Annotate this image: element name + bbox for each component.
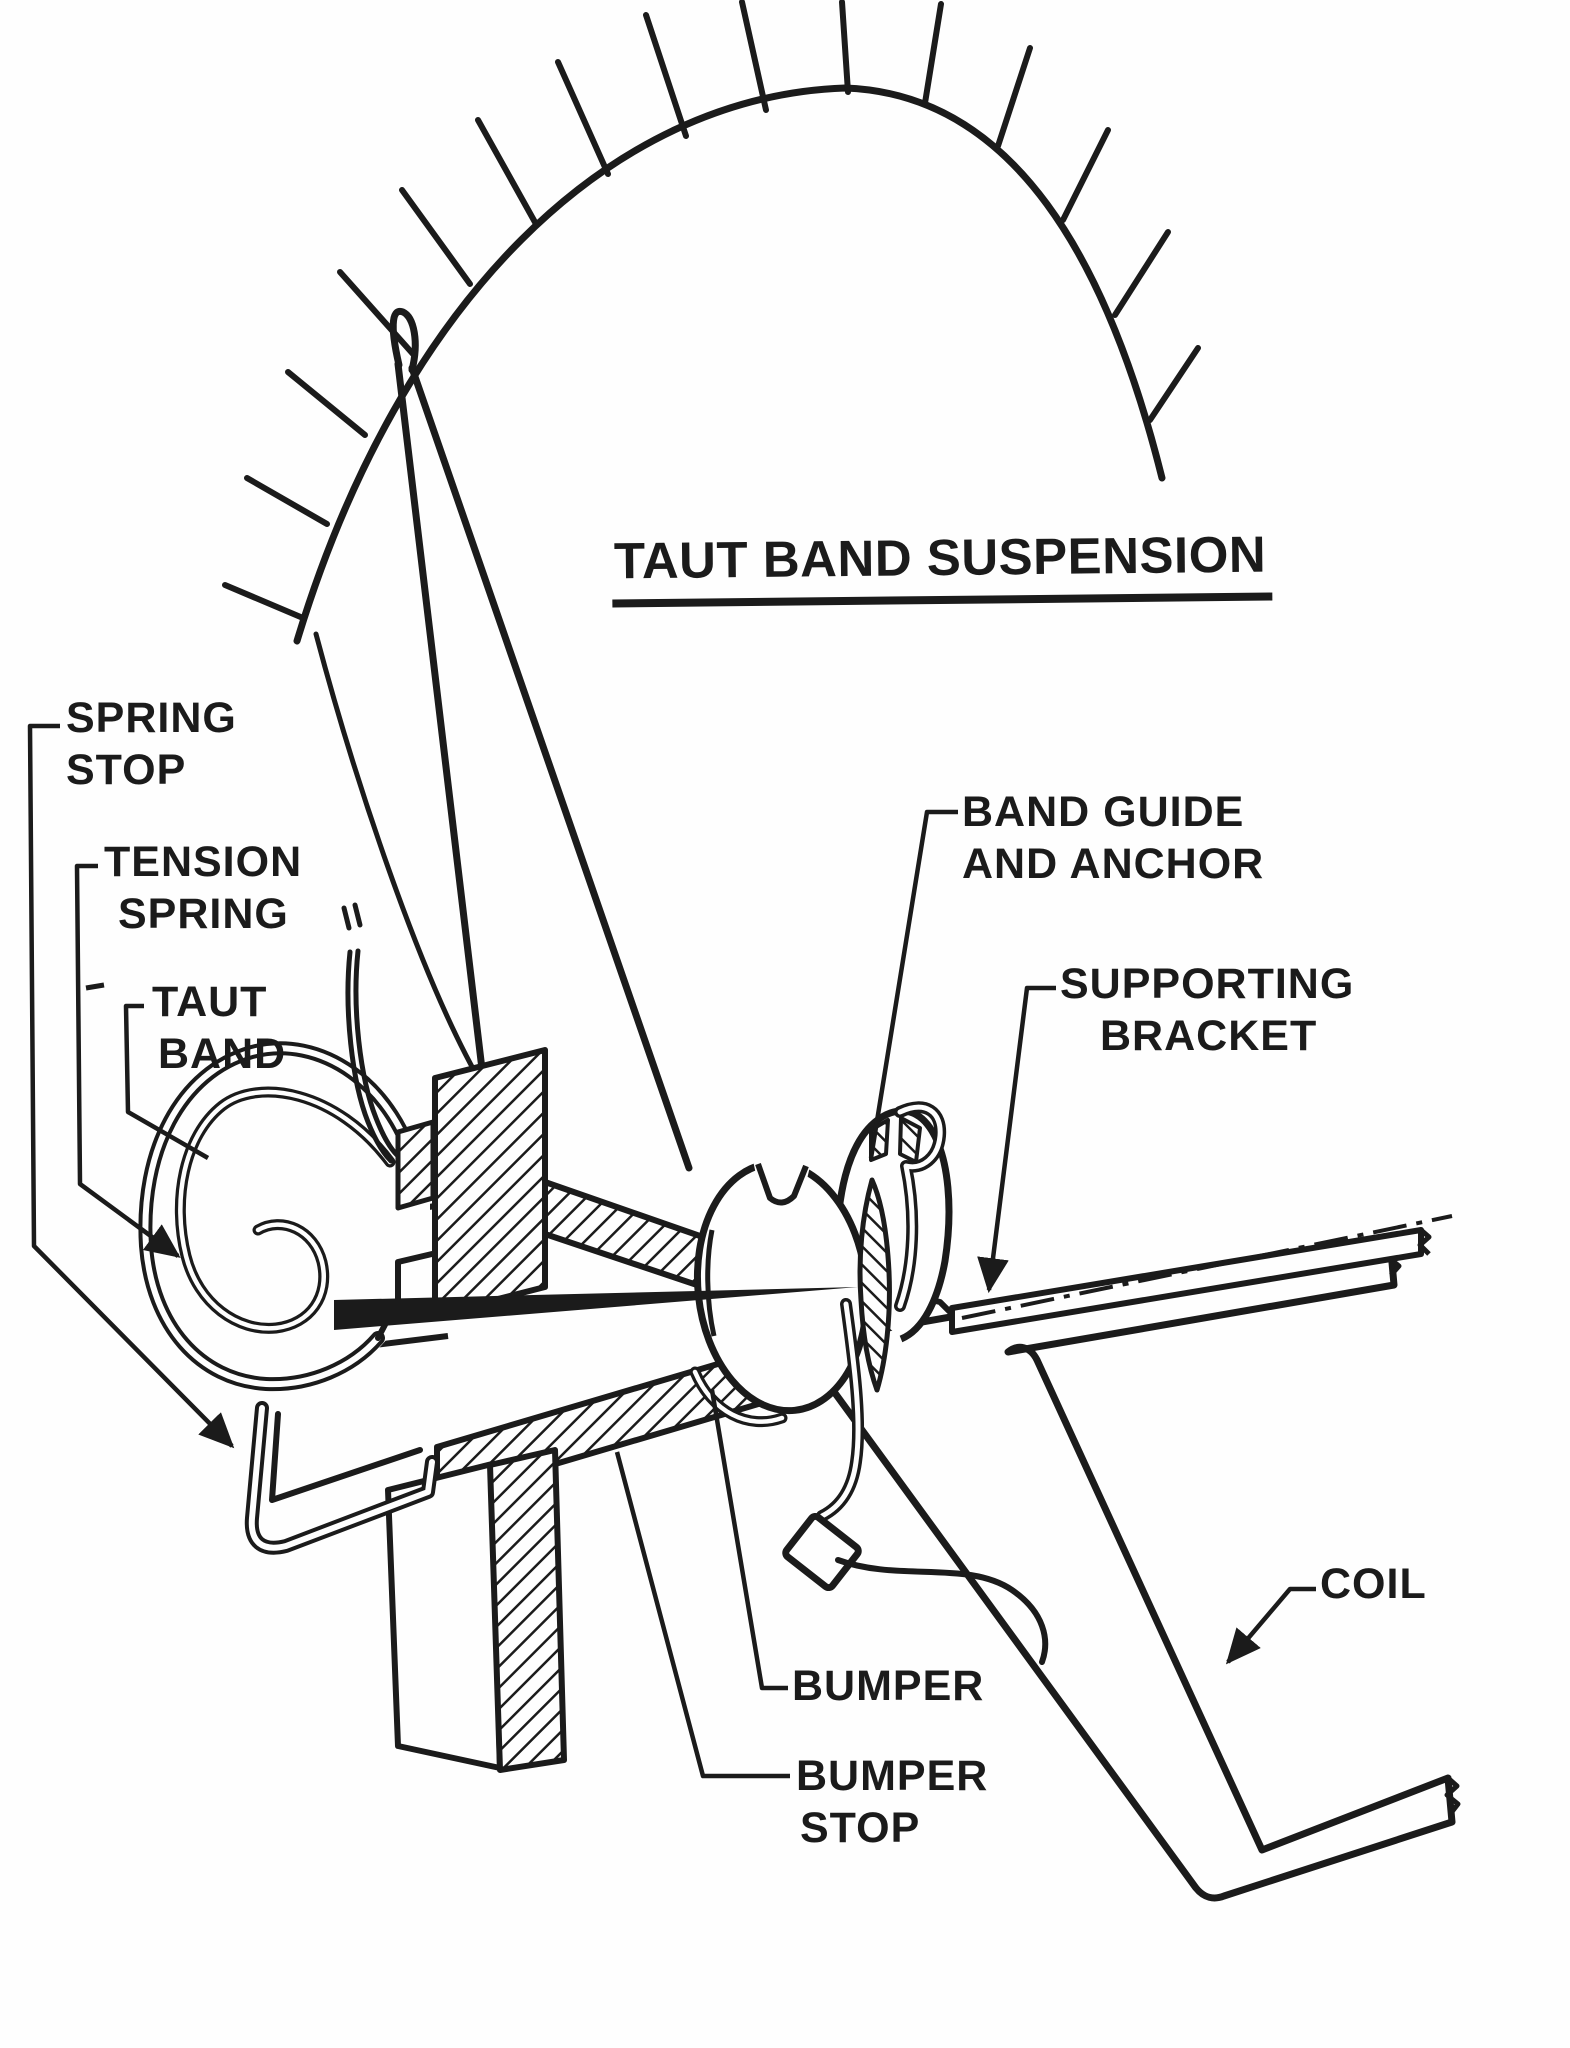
label-band-guide-line1: BAND GUIDE: [962, 788, 1245, 836]
clamp-foot-bracket: [244, 1401, 439, 1555]
movement-assembly: [138, 902, 1461, 1902]
label-spring-stop-line2: STOP: [66, 746, 187, 795]
label-bumper: BUMPER: [792, 1660, 984, 1712]
frame-post-section: [432, 1047, 548, 1318]
label-supporting-bracket-line1: SUPPORTING: [1060, 960, 1355, 1008]
bumper-hook: [689, 1101, 947, 1522]
label-taut-band: TAUT BAND: [152, 976, 286, 1081]
label-band-guide: BAND GUIDE AND ANCHOR: [962, 786, 1264, 891]
pointer-needle: [389, 307, 693, 1172]
label-tension-spring-line2: SPRING: [118, 890, 289, 939]
taut-band-wire: [341, 902, 400, 1164]
taut-band-span: [334, 1287, 858, 1330]
leader-spring-stop: [27, 723, 235, 1449]
leader-supporting-bracket: [977, 985, 1056, 1294]
label-supporting-bracket-line2: BRACKET: [1100, 1012, 1318, 1061]
label-coil-line1: COIL: [1320, 1560, 1427, 1608]
label-tension-spring: TENSION SPRING: [104, 836, 302, 941]
axis-centerline: [961, 1214, 1453, 1320]
leader-taut-band: [123, 1003, 210, 1160]
label-bumper-stop-line2: STOP: [800, 1804, 921, 1853]
label-tension-spring-line1: TENSION: [104, 838, 303, 886]
diagram-title: TAUT BAND SUSPENSION: [611, 524, 1273, 608]
label-band-guide-line2: AND ANCHOR: [962, 840, 1265, 889]
scale-tick-marks: [222, 0, 1201, 621]
leader-coil: [1225, 1586, 1316, 1665]
tension-spring-coil: [174, 1086, 396, 1334]
label-taut-band-line1: TAUT: [152, 978, 268, 1026]
leader-bumper: [709, 1389, 788, 1691]
label-bumper-stop: BUMPER STOP: [796, 1750, 988, 1855]
leader-dash: [85, 982, 105, 991]
leader-tension-spring: [74, 863, 181, 1258]
label-supporting-bracket: SUPPORTING BRACKET: [1060, 958, 1354, 1063]
label-spring-stop: SPRING STOP: [66, 692, 237, 797]
label-taut-band-line2: BAND: [158, 1030, 287, 1079]
label-bumper-stop-line1: BUMPER: [796, 1752, 989, 1800]
bumper-block: [782, 1512, 862, 1592]
leader-bumper-stop: [614, 1451, 790, 1779]
label-bumper-line1: BUMPER: [792, 1662, 985, 1710]
coil-lead-wire: [835, 1557, 1049, 1665]
frame-block-section: [395, 1119, 436, 1211]
leader-lines: [27, 723, 1316, 1779]
label-spring-stop-line1: SPRING: [66, 694, 237, 742]
band-anchor-crescent: [857, 1177, 892, 1393]
label-coil: COIL: [1320, 1558, 1427, 1610]
support-post-section: [385, 1447, 567, 1773]
leader-band-guide: [868, 809, 958, 1159]
